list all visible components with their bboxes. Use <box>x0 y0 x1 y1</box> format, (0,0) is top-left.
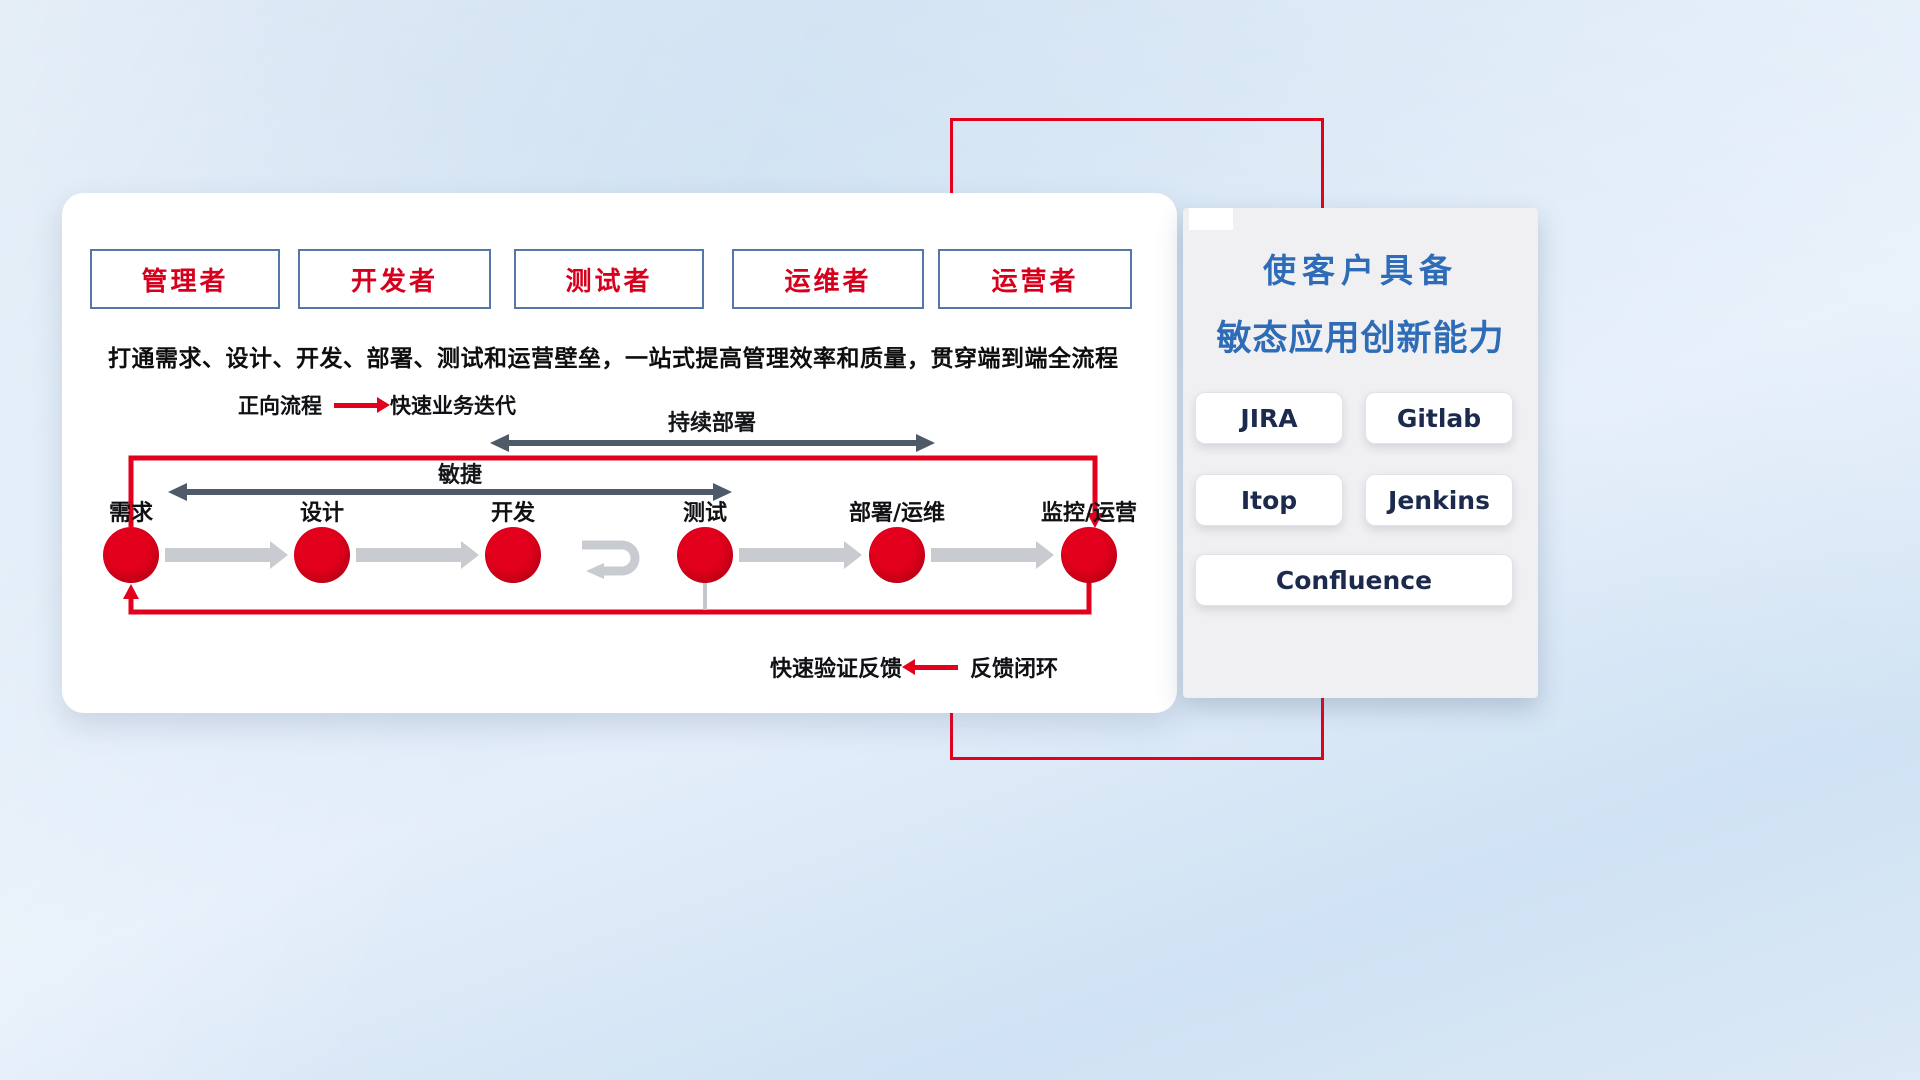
feedback-desc: 快速验证反馈 <box>770 657 903 682</box>
role-label: 运维者 <box>784 266 872 297</box>
tool-badge-gitlab: Gitlab <box>1365 392 1513 444</box>
step-arrow-icon <box>739 541 862 569</box>
step-arrow-icon <box>931 541 1054 569</box>
role-label: 测试者 <box>565 266 653 297</box>
capability-panel: 使客户具备 敏态应用创新能力 JIRA Gitlab Itop Jenkins … <box>1183 208 1538 698</box>
deploy-arrowhead-left-icon <box>490 434 509 452</box>
node-test <box>677 527 733 583</box>
forward-flow-label: 正向流程 <box>238 394 322 418</box>
left-arrow-icon <box>902 658 959 675</box>
forward-flow-legend: 正向流程 快速业务迭代 <box>238 390 516 420</box>
tool-badge-itop: Itop <box>1195 474 1343 526</box>
role-label: 开发者 <box>350 266 438 297</box>
agile-label: 敏捷 <box>437 463 482 488</box>
role-label: 运营者 <box>991 266 1079 297</box>
step-arrow-icon <box>165 541 288 569</box>
node-label-test: 测试 <box>682 501 727 526</box>
flow-diagram-canvas <box>123 434 1103 615</box>
feedback-loop-arrowhead-icon <box>123 584 139 599</box>
role-box-ops: 运维者 <box>732 249 924 309</box>
right-arrow-icon <box>334 396 390 413</box>
node-label-develop: 开发 <box>490 501 535 526</box>
feedback-loop-line <box>128 581 1092 615</box>
tool-badge-confluence: Confluence <box>1195 554 1513 606</box>
feedback-legend: 快速验证反馈 反馈闭环 <box>770 651 1058 683</box>
node-monitor-ops <box>1061 527 1117 583</box>
agile-arrowhead-left-icon <box>168 483 187 501</box>
devops-flow-card: 管理者 开发者 测试者 运维者 运营者 打通需求、设计、开发、部署、测试和运营壁… <box>62 193 1177 713</box>
iteration-arrowhead-icon <box>586 563 604 579</box>
node-design <box>294 527 350 583</box>
agile-arrowhead-right-icon <box>713 483 732 501</box>
panel-title-line2: 敏态应用创新能力 <box>1216 319 1505 359</box>
role-box-operator: 运营者 <box>938 249 1132 309</box>
node-label-requirement: 需求 <box>108 501 153 526</box>
node-label-design: 设计 <box>299 501 344 526</box>
panel-title-line1: 使客户具备 <box>1263 251 1458 290</box>
role-box-tester: 测试者 <box>514 249 704 309</box>
panel-corner-accent <box>1189 208 1233 230</box>
role-box-developer: 开发者 <box>298 249 491 309</box>
feedback-label: 反馈闭环 <box>970 657 1059 682</box>
node-label-monitor-ops: 监控/运营 <box>1040 501 1138 526</box>
role-label: 管理者 <box>141 266 229 297</box>
deploy-arrowhead-right-icon <box>916 434 935 452</box>
headline-text: 打通需求、设计、开发、部署、测试和运营壁垒，一站式提高管理效率和质量，贯穿端到端… <box>108 346 1119 372</box>
continuous-deploy-label: 持续部署 <box>667 411 756 436</box>
role-box-manager: 管理者 <box>90 249 280 309</box>
tool-badge-jira: JIRA <box>1195 392 1343 444</box>
step-arrow-icon <box>356 541 479 569</box>
forward-flow-desc: 快速业务迭代 <box>390 394 516 418</box>
node-label-deploy-ops: 部署/运维 <box>848 501 946 526</box>
node-develop <box>485 527 541 583</box>
node-requirement <box>103 527 159 583</box>
iteration-uturn-arrow-icon <box>582 540 640 576</box>
forward-loop-line <box>128 455 1098 527</box>
tool-badge-jenkins: Jenkins <box>1365 474 1513 526</box>
forward-loop-arrowhead-icon <box>1087 513 1103 528</box>
node-deploy-ops <box>869 527 925 583</box>
